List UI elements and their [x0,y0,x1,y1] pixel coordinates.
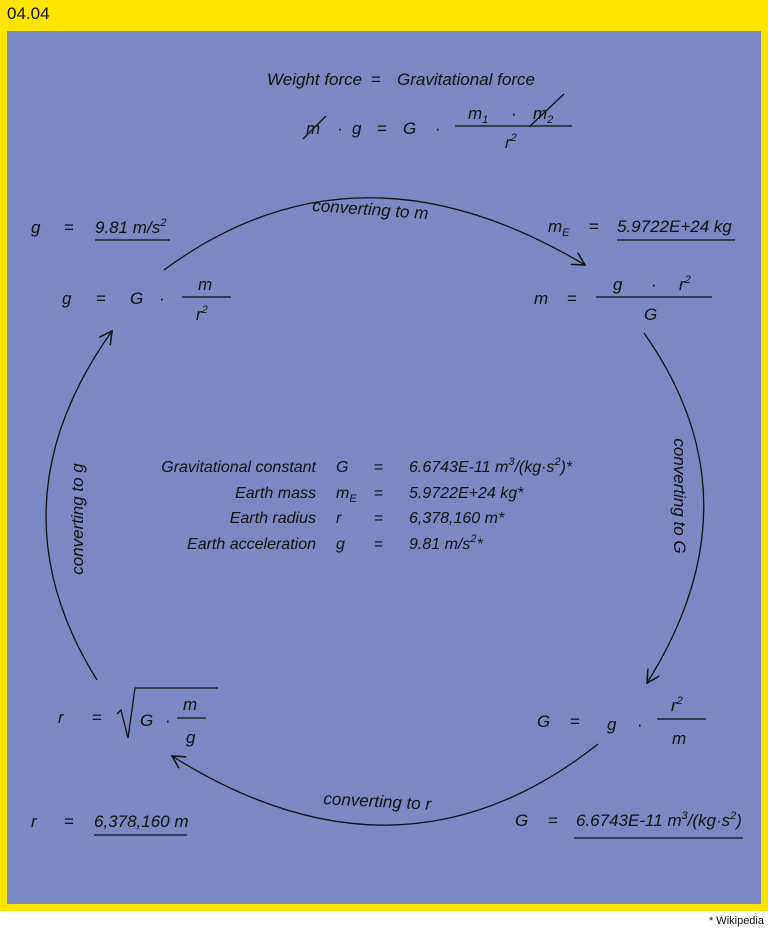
arrow-to-r [172,743,599,826]
constant-row: Earth acceleration g = 9.81 m/s2* [187,533,483,553]
g-value-equation: g = 9.81 m/s2 [31,217,170,241]
m-formula-var: m [534,289,548,308]
r-value-var: r [31,812,38,831]
heading-gravitational-force: Gravitational force [397,70,535,89]
g-value-var: g [31,218,41,237]
constant-equals: = [374,485,383,502]
r-value-equals: = [64,812,74,831]
top-equation: Weight force = Gravitational force m · g… [267,70,572,152]
G-value-equation: G = 6.6743E-11 m3/(kg·s2) [515,810,743,839]
r-formula-num: m [183,695,197,714]
constant-symbol: r [336,510,342,527]
constant-value: 6.6743E-11 m3/(kg·s2)* [409,456,573,476]
m-value-var: mE [548,217,570,239]
top-g: g [352,119,362,138]
g-formula-num: m [198,275,212,294]
m-formula-equals: = [567,289,577,308]
arrow-to-g [45,331,112,681]
r-formula-equals: = [92,708,102,727]
constant-value: 9.81 m/s2* [409,533,483,553]
footnote: * Wikipedia [708,915,764,927]
constants-table: Gravitational constant G = 6.6743E-11 m3… [161,456,573,553]
g-formula-var: g [62,289,72,308]
G-formula-var: G [537,712,550,731]
g-formula-dot: · [159,289,165,308]
constant-equals: = [374,510,383,527]
constant-equals: = [374,536,383,553]
m-formula-r: r2 [679,274,691,294]
heading-equals: = [371,70,381,89]
m-formula-dot: · [651,275,657,294]
g-formula-equals: = [96,289,106,308]
m-value-number: 5.9722E+24 kg [617,217,732,236]
G-formula-num: r2 [671,695,683,715]
constant-label: Earth radius [230,510,316,527]
r-formula: r = G · m g [58,687,218,747]
m-formula: m = g · r2 G [534,274,712,324]
r-value-number: 6,378,160 m [94,812,189,831]
m-formula-g: g [613,275,623,294]
constant-value: 5.9722E+24 kg* [409,485,524,502]
diagram-panel [7,31,761,904]
constant-symbol: mE [336,485,357,505]
g-formula: g = G · m r2 [62,275,231,324]
m-value-equation: mE = 5.9722E+24 kg [548,217,735,241]
r-formula-G: G [140,711,153,730]
r-value-equation: r = 6,378,160 m [31,812,189,836]
constant-row: Earth mass mE = 5.9722E+24 kg* [235,485,524,505]
cancel-stroke-left [302,115,327,140]
top-dot-1: · [337,119,343,138]
G-value-equals: = [548,811,558,830]
constant-row: Gravitational constant G = 6.6743E-11 m3… [161,456,573,476]
constant-equals: = [374,459,383,476]
label-converting-to-r: converting to r [323,789,433,814]
G-value-number: 6.6743E-11 m3/(kg·s2) [576,810,742,830]
constant-label: Earth acceleration [187,536,316,553]
gravity-conversion-diagram: Weight force = Gravitational force m · g… [31,70,743,839]
label-converting-to-g: converting to g [68,463,87,575]
denominator-r: r2 [505,132,517,152]
constant-value: 6,378,160 m* [409,510,505,527]
figure-number: 04.04 [7,4,50,23]
numerator-m1: m1 [468,104,488,126]
arrow-to-G [643,332,705,683]
G-formula-dot: · [637,715,643,734]
top-G: G [403,119,416,138]
G-value-var: G [515,811,528,830]
m-formula-den: G [644,305,657,324]
arrow-to-m [163,197,585,271]
constant-label: Gravitational constant [161,459,316,476]
m-value-equals: = [589,217,599,236]
G-formula-g: g [607,715,617,734]
square-root-sign [116,687,218,739]
constant-symbol: g [336,536,345,553]
constant-label: Earth mass [235,485,316,502]
heading-weight-force: Weight force [267,70,362,89]
g-value-number: 9.81 m/s2 [95,217,166,237]
constant-symbol: G [336,459,348,476]
constant-row: Earth radius r = 6,378,160 m* [230,510,505,527]
r-formula-var: r [58,708,65,727]
top-equals: = [377,119,387,138]
label-converting-to-G: converting to G [670,438,689,553]
r-formula-den: g [186,728,196,747]
top-dot-2: · [435,119,441,138]
G-formula-den: m [672,729,686,748]
G-formula-equals: = [570,712,580,731]
G-formula: G = g · r2 m [537,695,706,748]
numerator-dot: · [511,104,517,123]
g-formula-G: G [130,289,143,308]
g-formula-den: r2 [196,304,208,324]
r-formula-dot: · [165,711,171,730]
cancel-stroke-right [528,93,565,128]
g-value-equals: = [64,218,74,237]
numerator-m2: m2 [533,104,553,126]
